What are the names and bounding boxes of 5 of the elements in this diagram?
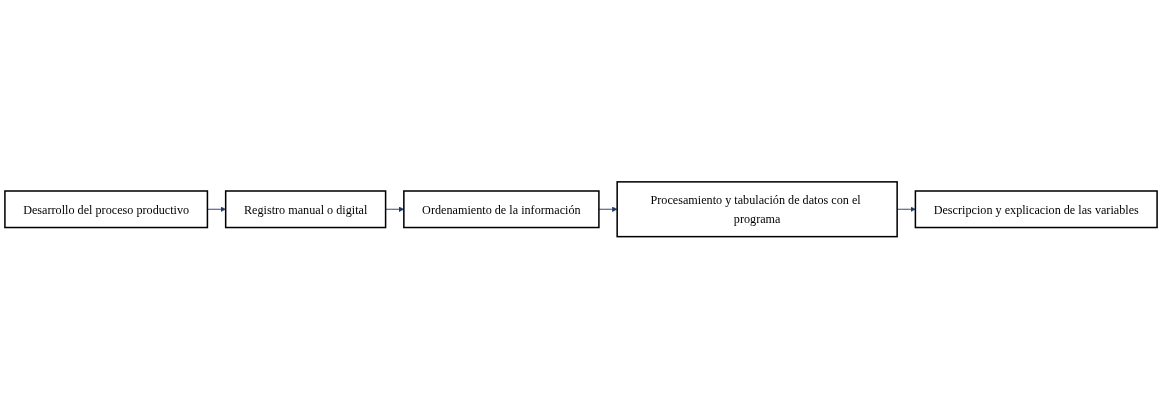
node-box: Procesamiento y tabulación de datos con el programa (616, 180, 898, 238)
node-box: Ordenamiento de la información (403, 189, 600, 228)
node-box: Registro manual o digital (224, 189, 387, 228)
node-box: Desarrollo del proceso productivo (4, 189, 209, 228)
node-box: Descripcion y explicacion de las variables (914, 189, 1158, 228)
